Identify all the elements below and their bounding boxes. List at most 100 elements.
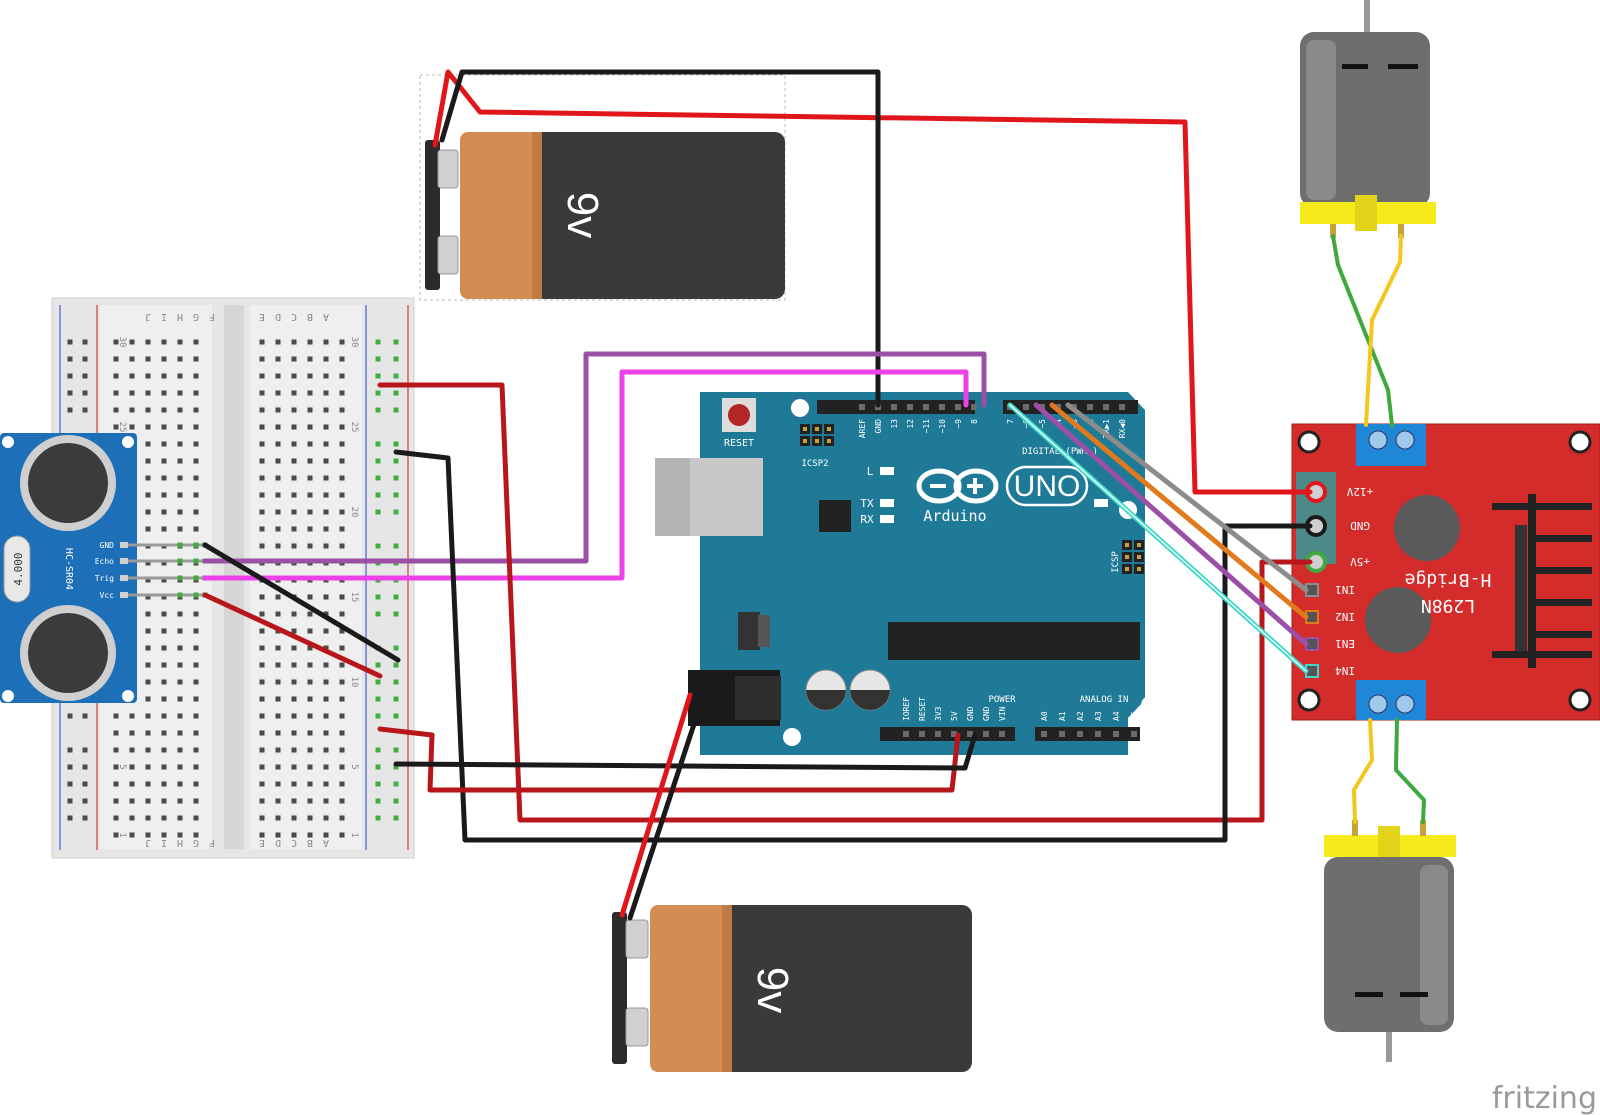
rail-hole	[82, 747, 88, 753]
sensor-crystal-label: 4.000	[12, 552, 25, 585]
rail-hole-connected	[375, 492, 381, 498]
breadboard-hole	[161, 747, 167, 753]
breadboard-hole	[307, 339, 313, 345]
rail-hole	[82, 815, 88, 821]
breadboard-hole	[307, 492, 313, 498]
power-analog-pin-header	[903, 731, 1137, 737]
breadboard-hole	[275, 424, 281, 430]
breadboard-hole	[145, 781, 151, 787]
icsp2-pin-tip	[803, 439, 807, 443]
rail-hole-connected	[393, 764, 399, 770]
breadboard-hole	[113, 713, 119, 719]
header-pin	[999, 731, 1005, 737]
header-pin	[1059, 731, 1065, 737]
motor-top	[1300, 0, 1436, 238]
breadboard-hole	[193, 747, 199, 753]
breadboard-hole	[193, 458, 199, 464]
breadboard-hole	[307, 458, 313, 464]
breadboard-hole	[339, 713, 345, 719]
breadboard-hole	[339, 730, 345, 736]
breadboard-hole	[193, 373, 199, 379]
breadboard-hole	[323, 441, 329, 447]
breadboard-hole	[275, 339, 281, 345]
rail-hole	[82, 390, 88, 396]
rail-hole	[82, 339, 88, 345]
rail-hole	[82, 407, 88, 413]
breadboard-hole	[161, 492, 167, 498]
analog-pin-label: A5	[1130, 711, 1139, 721]
analog-pin-label: A0	[1040, 711, 1049, 721]
breadboard-hole	[259, 832, 265, 838]
breadboard-hole	[177, 798, 183, 804]
rail-hole	[82, 373, 88, 379]
breadboard-letter: E	[259, 837, 265, 848]
breadboard-column-number: 25	[349, 422, 359, 433]
rail-hole-connected	[393, 373, 399, 379]
breadboard-hole	[177, 815, 183, 821]
breadboard-hole	[177, 526, 183, 532]
breadboard-hole	[275, 594, 281, 600]
wire-battery-top-negative	[439, 69, 881, 408]
rail-hole-connected	[393, 458, 399, 464]
breadboard-hole	[161, 373, 167, 379]
power-pin-label: 3V3	[934, 706, 943, 721]
analog-label: ANALOG IN	[1080, 695, 1129, 705]
analog-pin-label: A3	[1094, 711, 1103, 721]
breadboard-hole	[291, 458, 297, 464]
rail-hole	[67, 356, 73, 362]
breadboard-hole	[113, 373, 119, 379]
wires	[202, 69, 1426, 921]
breadboard-hole	[177, 492, 183, 498]
breadboard-hole	[129, 373, 135, 379]
fritzing-watermark: fritzing	[1492, 1081, 1597, 1115]
breadboard-hole	[145, 407, 151, 413]
breadboard-hole	[145, 526, 151, 532]
breadboard-hole	[161, 832, 167, 838]
breadboard-hole	[129, 339, 135, 345]
breadboard-column-number: 30	[117, 337, 127, 348]
breadboard-hole	[323, 458, 329, 464]
breadboard-hole	[323, 645, 329, 651]
breadboard-hole	[177, 356, 183, 362]
rail-hole-connected	[393, 679, 399, 685]
header-pin	[1131, 731, 1137, 737]
breadboard-hole	[323, 815, 329, 821]
breadboard-hole	[275, 679, 281, 685]
breadboard-hole	[339, 373, 345, 379]
breadboard-letter: I	[161, 311, 167, 322]
digital-pin-label: ~11	[922, 419, 931, 434]
rail-hole-connected	[393, 815, 399, 821]
icsp-pin-tip	[1125, 555, 1129, 559]
breadboard-hole	[145, 560, 151, 566]
breadboard-hole	[323, 679, 329, 685]
breadboard-hole	[145, 390, 151, 396]
breadboard-hole	[161, 407, 167, 413]
rail-hole	[82, 356, 88, 362]
breadboard-hole	[259, 764, 265, 770]
digital-pin	[859, 404, 865, 410]
rail-hole-connected	[375, 390, 381, 396]
breadboard-column-number: 1	[349, 832, 359, 837]
battery-top-label: 9v	[558, 192, 607, 238]
breadboard-hole	[259, 781, 265, 787]
rail-hole-connected	[375, 747, 381, 753]
breadboard-hole	[307, 628, 313, 634]
digital-pin	[923, 404, 929, 410]
breadboard-hole	[291, 645, 297, 651]
breadboard-hole	[307, 764, 313, 770]
header-pin	[935, 731, 941, 737]
breadboard-hole	[177, 747, 183, 753]
sensor-pin-label: Vcc	[100, 591, 115, 600]
breadboard-hole	[259, 730, 265, 736]
rail-hole-connected	[393, 781, 399, 787]
breadboard-hole-active	[177, 558, 183, 564]
breadboard-hole	[161, 356, 167, 362]
breadboard-hole	[193, 781, 199, 787]
breadboard-hole	[129, 713, 135, 719]
icsp2-pin-tip	[803, 427, 807, 431]
icsp2-header	[800, 424, 834, 446]
rail-hole-connected	[375, 611, 381, 617]
breadboard-hole	[193, 441, 199, 447]
